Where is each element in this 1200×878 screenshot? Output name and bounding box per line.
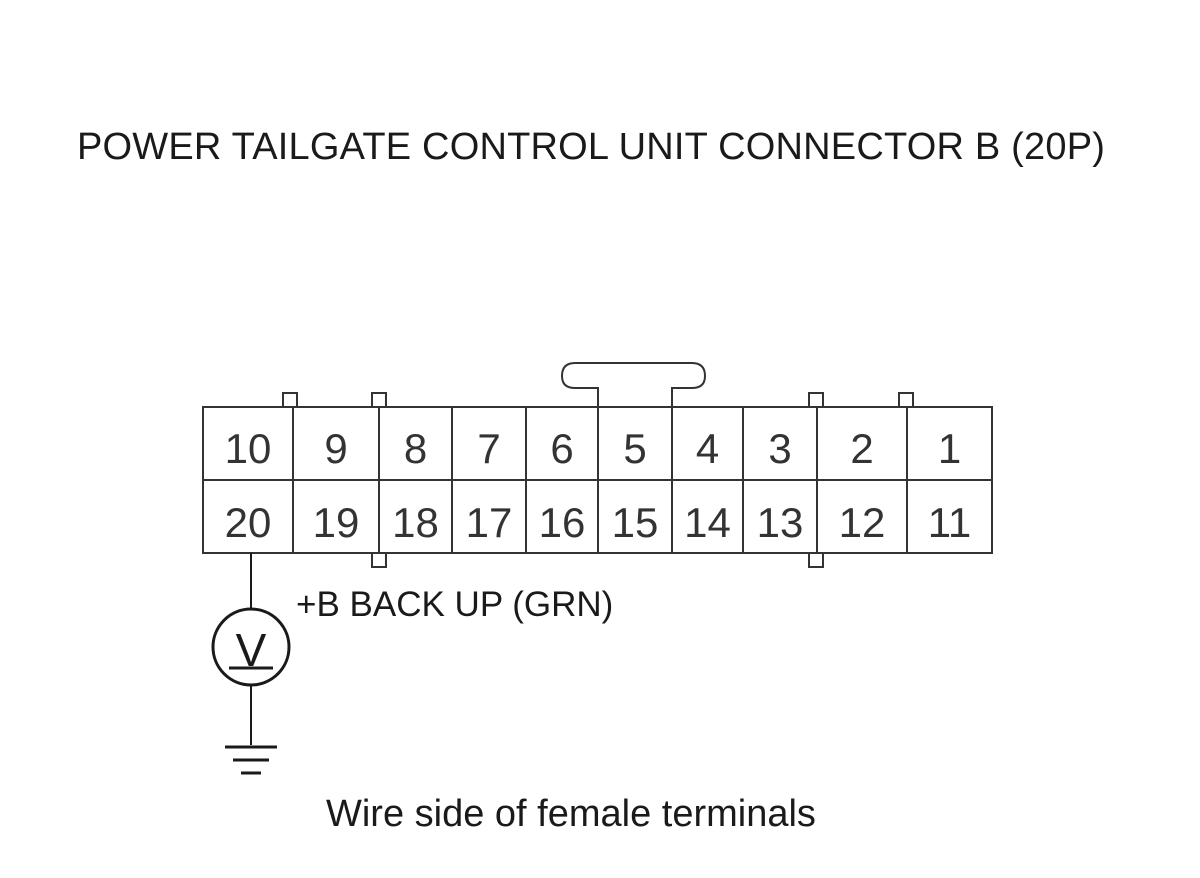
terminal-13: 13: [757, 499, 804, 546]
terminal-1: 1: [938, 425, 961, 472]
terminal-16: 16: [539, 499, 586, 546]
terminal-10: 10: [225, 425, 272, 472]
terminal-17: 17: [466, 499, 513, 546]
connector-key-top-2: [372, 393, 386, 407]
terminal-14: 14: [684, 499, 731, 546]
connector-key-top-4: [899, 393, 913, 407]
terminal-9: 9: [324, 425, 347, 472]
terminal-18: 18: [392, 499, 439, 546]
terminal-19: 19: [313, 499, 360, 546]
terminal-11: 11: [928, 499, 972, 546]
connector-key-top-1: [283, 393, 297, 407]
terminal-2: 2: [850, 425, 873, 472]
terminal-5: 5: [623, 425, 646, 472]
terminal-12: 12: [839, 499, 886, 546]
terminal-15: 15: [612, 499, 659, 546]
connector-key-bottom-1: [372, 553, 386, 567]
terminal-3: 3: [768, 425, 791, 472]
terminal-20: 20: [225, 499, 272, 546]
terminal-4: 4: [696, 425, 719, 472]
terminal-7: 7: [477, 425, 500, 472]
terminal-8: 8: [404, 425, 427, 472]
terminal-6: 6: [550, 425, 573, 472]
connector-key-top-3: [809, 393, 823, 407]
connector-key-bottom-2: [809, 553, 823, 567]
connector-lock-tab: [562, 363, 705, 407]
diagram-caption: Wire side of female terminals: [326, 793, 816, 836]
wire-label: +B BACK UP (GRN): [296, 585, 613, 625]
